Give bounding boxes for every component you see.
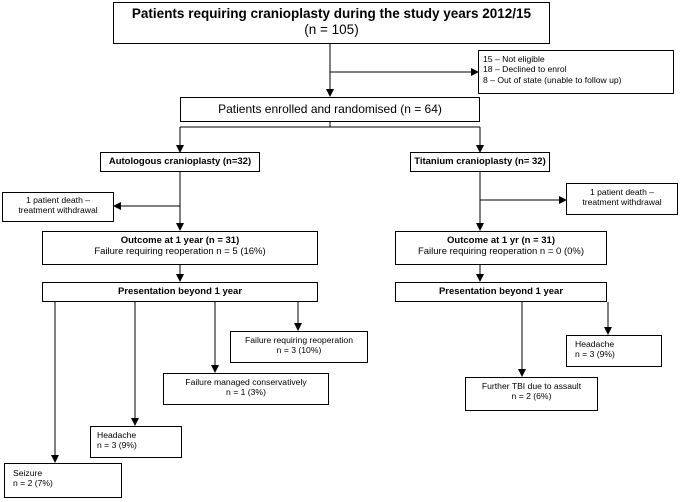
titanium-death-line2: treatment withdrawal bbox=[582, 197, 662, 208]
titanium-outcome-box: Outcome at 1 yr (n = 31) Failure requiri… bbox=[395, 231, 607, 265]
enrolled-label: Patients enrolled and randomised (n = 64… bbox=[218, 102, 442, 116]
titanium-further-tbi-count: n = 2 (6%) bbox=[511, 391, 552, 402]
autologous-beyond-box: Presentation beyond 1 year bbox=[42, 282, 318, 302]
titanium-headache-box: Headache n = 3 (9%) bbox=[566, 335, 662, 367]
titanium-further-tbi-box: Further TBI due to assault n = 2 (6%) bbox=[465, 377, 598, 411]
autologous-death-box: 1 patient death – treatment withdrawal bbox=[2, 192, 114, 222]
titanium-headache-label: Headache bbox=[575, 339, 615, 349]
titanium-arm-box: Titanium cranioplasty (n= 32) bbox=[410, 152, 550, 172]
titanium-death-line1: 1 patient death – bbox=[589, 187, 655, 197]
enrolled-box: Patients enrolled and randomised (n = 64… bbox=[180, 97, 480, 122]
autologous-conservative-label: Failure managed conservatively bbox=[185, 377, 307, 387]
study-population-title: Patients requiring cranioplasty during t… bbox=[131, 6, 532, 21]
titanium-beyond-box: Presentation beyond 1 year bbox=[395, 282, 607, 302]
autologous-reoperation-count: n = 3 (10%) bbox=[276, 345, 322, 356]
titanium-outcome-title: Outcome at 1 yr (n = 31) bbox=[447, 235, 555, 246]
titanium-outcome-detail: Failure requiring reoperation n = 0 (0%) bbox=[417, 246, 585, 258]
autologous-seizure-count: n = 2 (7%) bbox=[13, 478, 53, 489]
titanium-death-box: 1 patient death – treatment withdrawal bbox=[566, 183, 678, 215]
autologous-seizure-label: Seizure bbox=[13, 468, 43, 478]
autologous-reoperation-box: Failure requiring reoperation n = 3 (10%… bbox=[230, 331, 368, 363]
autologous-outcome-detail: Failure requiring reoperation n = 5 (16%… bbox=[94, 246, 266, 258]
autologous-seizure-box: Seizure n = 2 (7%) bbox=[4, 463, 122, 498]
autologous-outcome-title: Outcome at 1 year (n = 31) bbox=[120, 235, 240, 246]
autologous-headache-box: Headache n = 3 (9%) bbox=[90, 426, 182, 458]
autologous-arm-box: Autologous cranioplasty (n=32) bbox=[100, 152, 260, 172]
autologous-beyond-label: Presentation beyond 1 year bbox=[117, 286, 243, 297]
excluded-out-of-state: 8 – Out of state (unable to follow up) bbox=[483, 74, 622, 85]
study-population-count: (n = 105) bbox=[304, 22, 359, 38]
autologous-headache-label: Headache bbox=[97, 430, 137, 440]
excluded-box: 15 – Not eligible 18 – Declined to enrol… bbox=[478, 50, 674, 94]
titanium-further-tbi-label: Further TBI due to assault bbox=[481, 381, 582, 391]
autologous-arm-label: Autologous cranioplasty (n=32) bbox=[108, 156, 252, 167]
titanium-beyond-label: Presentation beyond 1 year bbox=[438, 286, 564, 297]
autologous-death-line2: treatment withdrawal bbox=[18, 205, 98, 216]
excluded-declined: 18 – Declined to enrol bbox=[483, 64, 567, 75]
study-population-box: Patients requiring cranioplasty during t… bbox=[113, 2, 550, 44]
excluded-not-eligible: 15 – Not eligible bbox=[483, 54, 545, 64]
autologous-reoperation-label: Failure requiring reoperation bbox=[245, 335, 353, 345]
autologous-conservative-count: n = 1 (3%) bbox=[226, 387, 266, 398]
titanium-headache-count: n = 3 (9%) bbox=[575, 349, 615, 360]
autologous-headache-count: n = 3 (9%) bbox=[97, 440, 137, 451]
titanium-arm-label: Titanium cranioplasty (n= 32) bbox=[414, 156, 546, 167]
autologous-outcome-box: Outcome at 1 year (n = 31) Failure requi… bbox=[42, 231, 318, 265]
autologous-death-line1: 1 patient death – bbox=[25, 195, 91, 205]
autologous-conservative-box: Failure managed conservatively n = 1 (3%… bbox=[163, 373, 329, 405]
